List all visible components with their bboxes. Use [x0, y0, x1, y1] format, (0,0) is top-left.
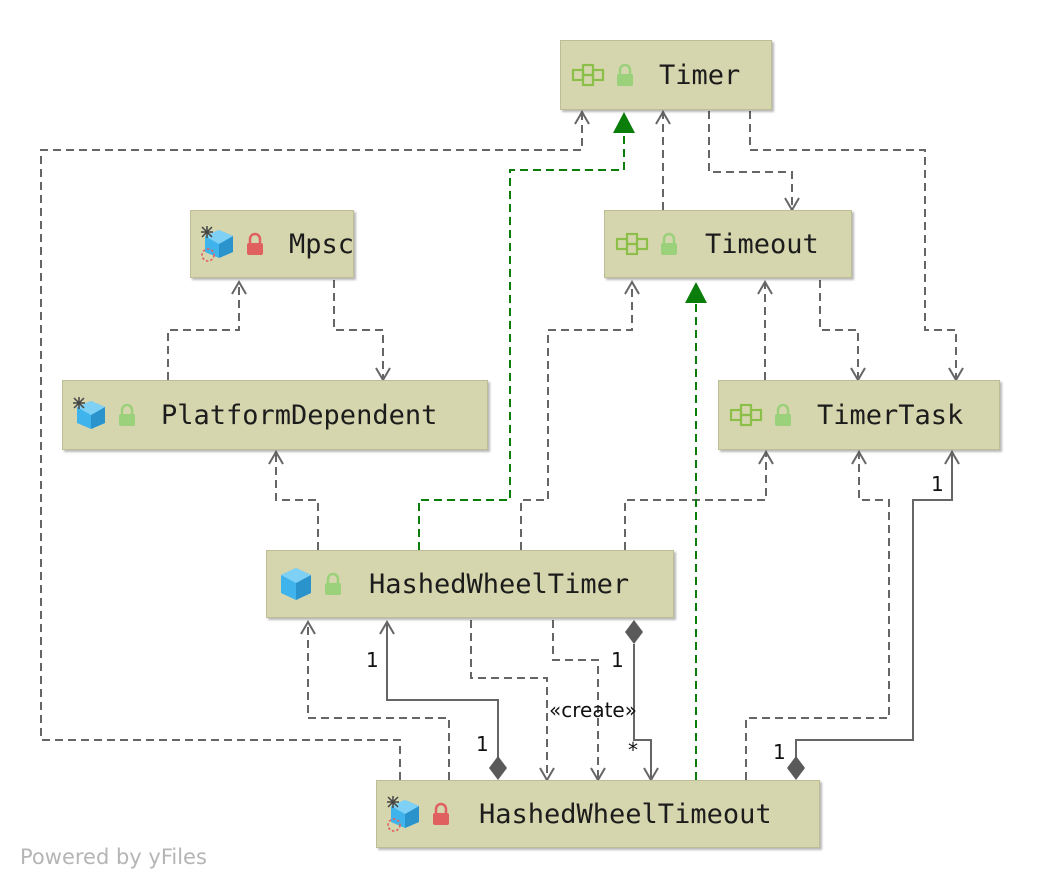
edge-hwtimeout-to-hwtimer [307, 622, 450, 780]
edge-hwtimer-comp-hwtimeout [633, 644, 652, 780]
create-stereotype-label: «create» [549, 698, 637, 722]
diamond-hwtimer-bottom [625, 620, 643, 644]
class-name: HashedWheelTimer [369, 568, 630, 600]
lock-icon [247, 232, 263, 255]
edge-hwtimeout-comp-timertask [795, 452, 953, 760]
edge-hwtimer-to-platform [275, 452, 319, 550]
class-node-mpsc[interactable]: Mpsc [190, 210, 354, 278]
class-node-platformdependent[interactable]: PlatformDependent [62, 380, 488, 450]
class-node-timertask[interactable]: TimerTask [718, 380, 1000, 450]
edge-timeout-to-timertask [819, 280, 859, 380]
lock-icon [433, 802, 449, 825]
edge-hwtimeout-to-timer [40, 112, 583, 780]
lock-icon [661, 232, 677, 255]
multiplicity-label: 1 [931, 472, 944, 496]
powered-by-footer: Powered by yFiles [20, 845, 207, 869]
lock-icon [775, 403, 791, 426]
interface-icon [615, 232, 649, 256]
edge-hwtimer-to-timeout [520, 282, 633, 550]
diamond-hwtimeout-bottom [489, 756, 507, 780]
class-node-hashedwheeltimer[interactable]: HashedWheelTimer [266, 550, 674, 618]
realization-arrow-timeout [685, 282, 707, 303]
class-name: Mpsc [289, 228, 355, 260]
edge-hwtimer-to-hwtimeout-2 [552, 620, 599, 780]
class-name: Timer [659, 59, 741, 91]
class-node-timeout[interactable]: Timeout [604, 210, 852, 278]
class-node-hashedwheeltimeout[interactable]: HashedWheelTimeout [376, 780, 820, 848]
multiplicity-label: 1 [773, 740, 786, 764]
edge-mpsc-to-platform [333, 280, 384, 380]
edge-hwtimer-realizes-timer [418, 132, 625, 550]
static-final-class-icon [201, 226, 233, 262]
interface-icon [729, 403, 763, 427]
class-node-timer[interactable]: Timer [560, 40, 772, 110]
edge-hwtimer-create-hwtimeout [470, 620, 548, 780]
multiplicity-label: 1 [611, 648, 624, 672]
multiplicity-label: * [628, 738, 638, 762]
final-class-icon [73, 397, 105, 429]
edge-timer-to-timertask [749, 111, 957, 380]
class-name: TimerTask [817, 399, 964, 431]
edge-platform-to-mpsc [167, 282, 240, 380]
edge-timer-to-timeout [708, 111, 793, 210]
realization-arrow-timer [613, 112, 635, 133]
class-icon [281, 568, 311, 600]
lock-icon [617, 63, 633, 86]
lock-icon [119, 403, 135, 426]
static-final-class-icon [387, 796, 419, 832]
class-name: Timeout [705, 228, 819, 260]
class-name: PlatformDependent [161, 399, 438, 431]
interface-icon [571, 63, 605, 87]
multiplicity-label: 1 [366, 648, 379, 672]
multiplicity-label: 1 [476, 732, 489, 756]
diamond-hwtimeout-right [787, 756, 805, 780]
lock-icon [325, 572, 341, 595]
edge-hwtimeout-to-timertask [745, 452, 890, 780]
class-name: HashedWheelTimeout [479, 798, 772, 830]
edge-hwtimeout-comp-hwtimer [386, 622, 499, 760]
